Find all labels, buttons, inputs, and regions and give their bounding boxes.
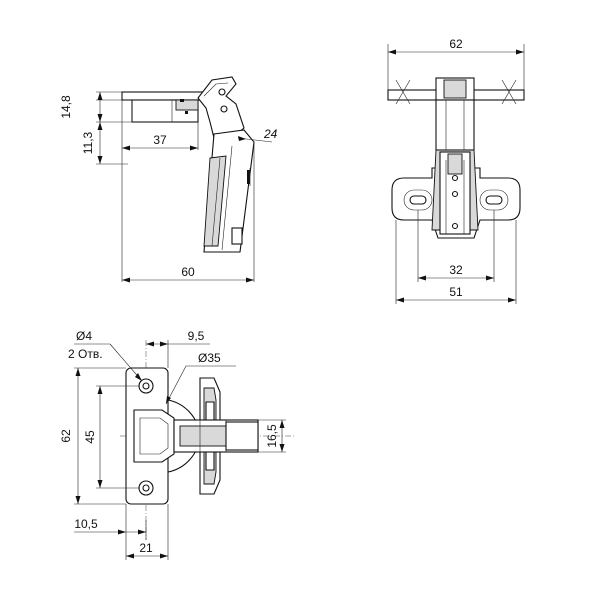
- dim-plan-10-5: 10,5: [74, 517, 98, 531]
- front-view: 62 32 51: [387, 37, 525, 304]
- side-base-plate: [121, 91, 207, 101]
- dim-plan-hole-diameter: Ø4: [76, 329, 92, 343]
- front-rivet-2: [451, 190, 459, 198]
- dim-side-14-8: 14,8: [59, 95, 73, 119]
- side-screw-block: [175, 99, 199, 111]
- dim-plan-45: 45: [83, 430, 97, 444]
- dim-side-60: 60: [181, 265, 195, 279]
- plan-view: 62 45 16,5 9,5 Ø4 2 Отв. Ø35 10,5: [59, 329, 296, 560]
- side-pivot-1: [218, 88, 226, 96]
- front-slot-right: [485, 195, 503, 205]
- dim-front-51: 51: [449, 285, 463, 299]
- front-rivet-3: [451, 222, 459, 230]
- side-view: 60 37 14,8 11,3 24: [59, 76, 278, 283]
- side-arm-clip: [231, 227, 243, 245]
- dim-side-11-3: 11,3: [81, 131, 95, 154]
- dim-plan-21: 21: [139, 541, 153, 555]
- dim-plan-cup-diameter: Ø35: [198, 351, 221, 365]
- dim-front-32: 32: [449, 263, 463, 277]
- dim-plan-16-5: 16,5: [265, 424, 279, 448]
- dim-front-62: 62: [449, 37, 463, 51]
- dim-plan-holes-count: 2 Отв.: [68, 347, 103, 361]
- plan-arm-tip: [225, 421, 259, 451]
- front-rivet-1: [451, 174, 459, 182]
- side-pivot-2: [220, 105, 228, 113]
- front-slot-left: [409, 195, 427, 205]
- front-column: [435, 99, 475, 151]
- dim-side-37: 37: [153, 133, 167, 147]
- dim-plan-9-5: 9,5: [188, 329, 205, 343]
- plan-cup-body: [133, 409, 175, 463]
- dim-side-24: 24: [263, 127, 278, 141]
- dim-plan-62: 62: [59, 429, 73, 443]
